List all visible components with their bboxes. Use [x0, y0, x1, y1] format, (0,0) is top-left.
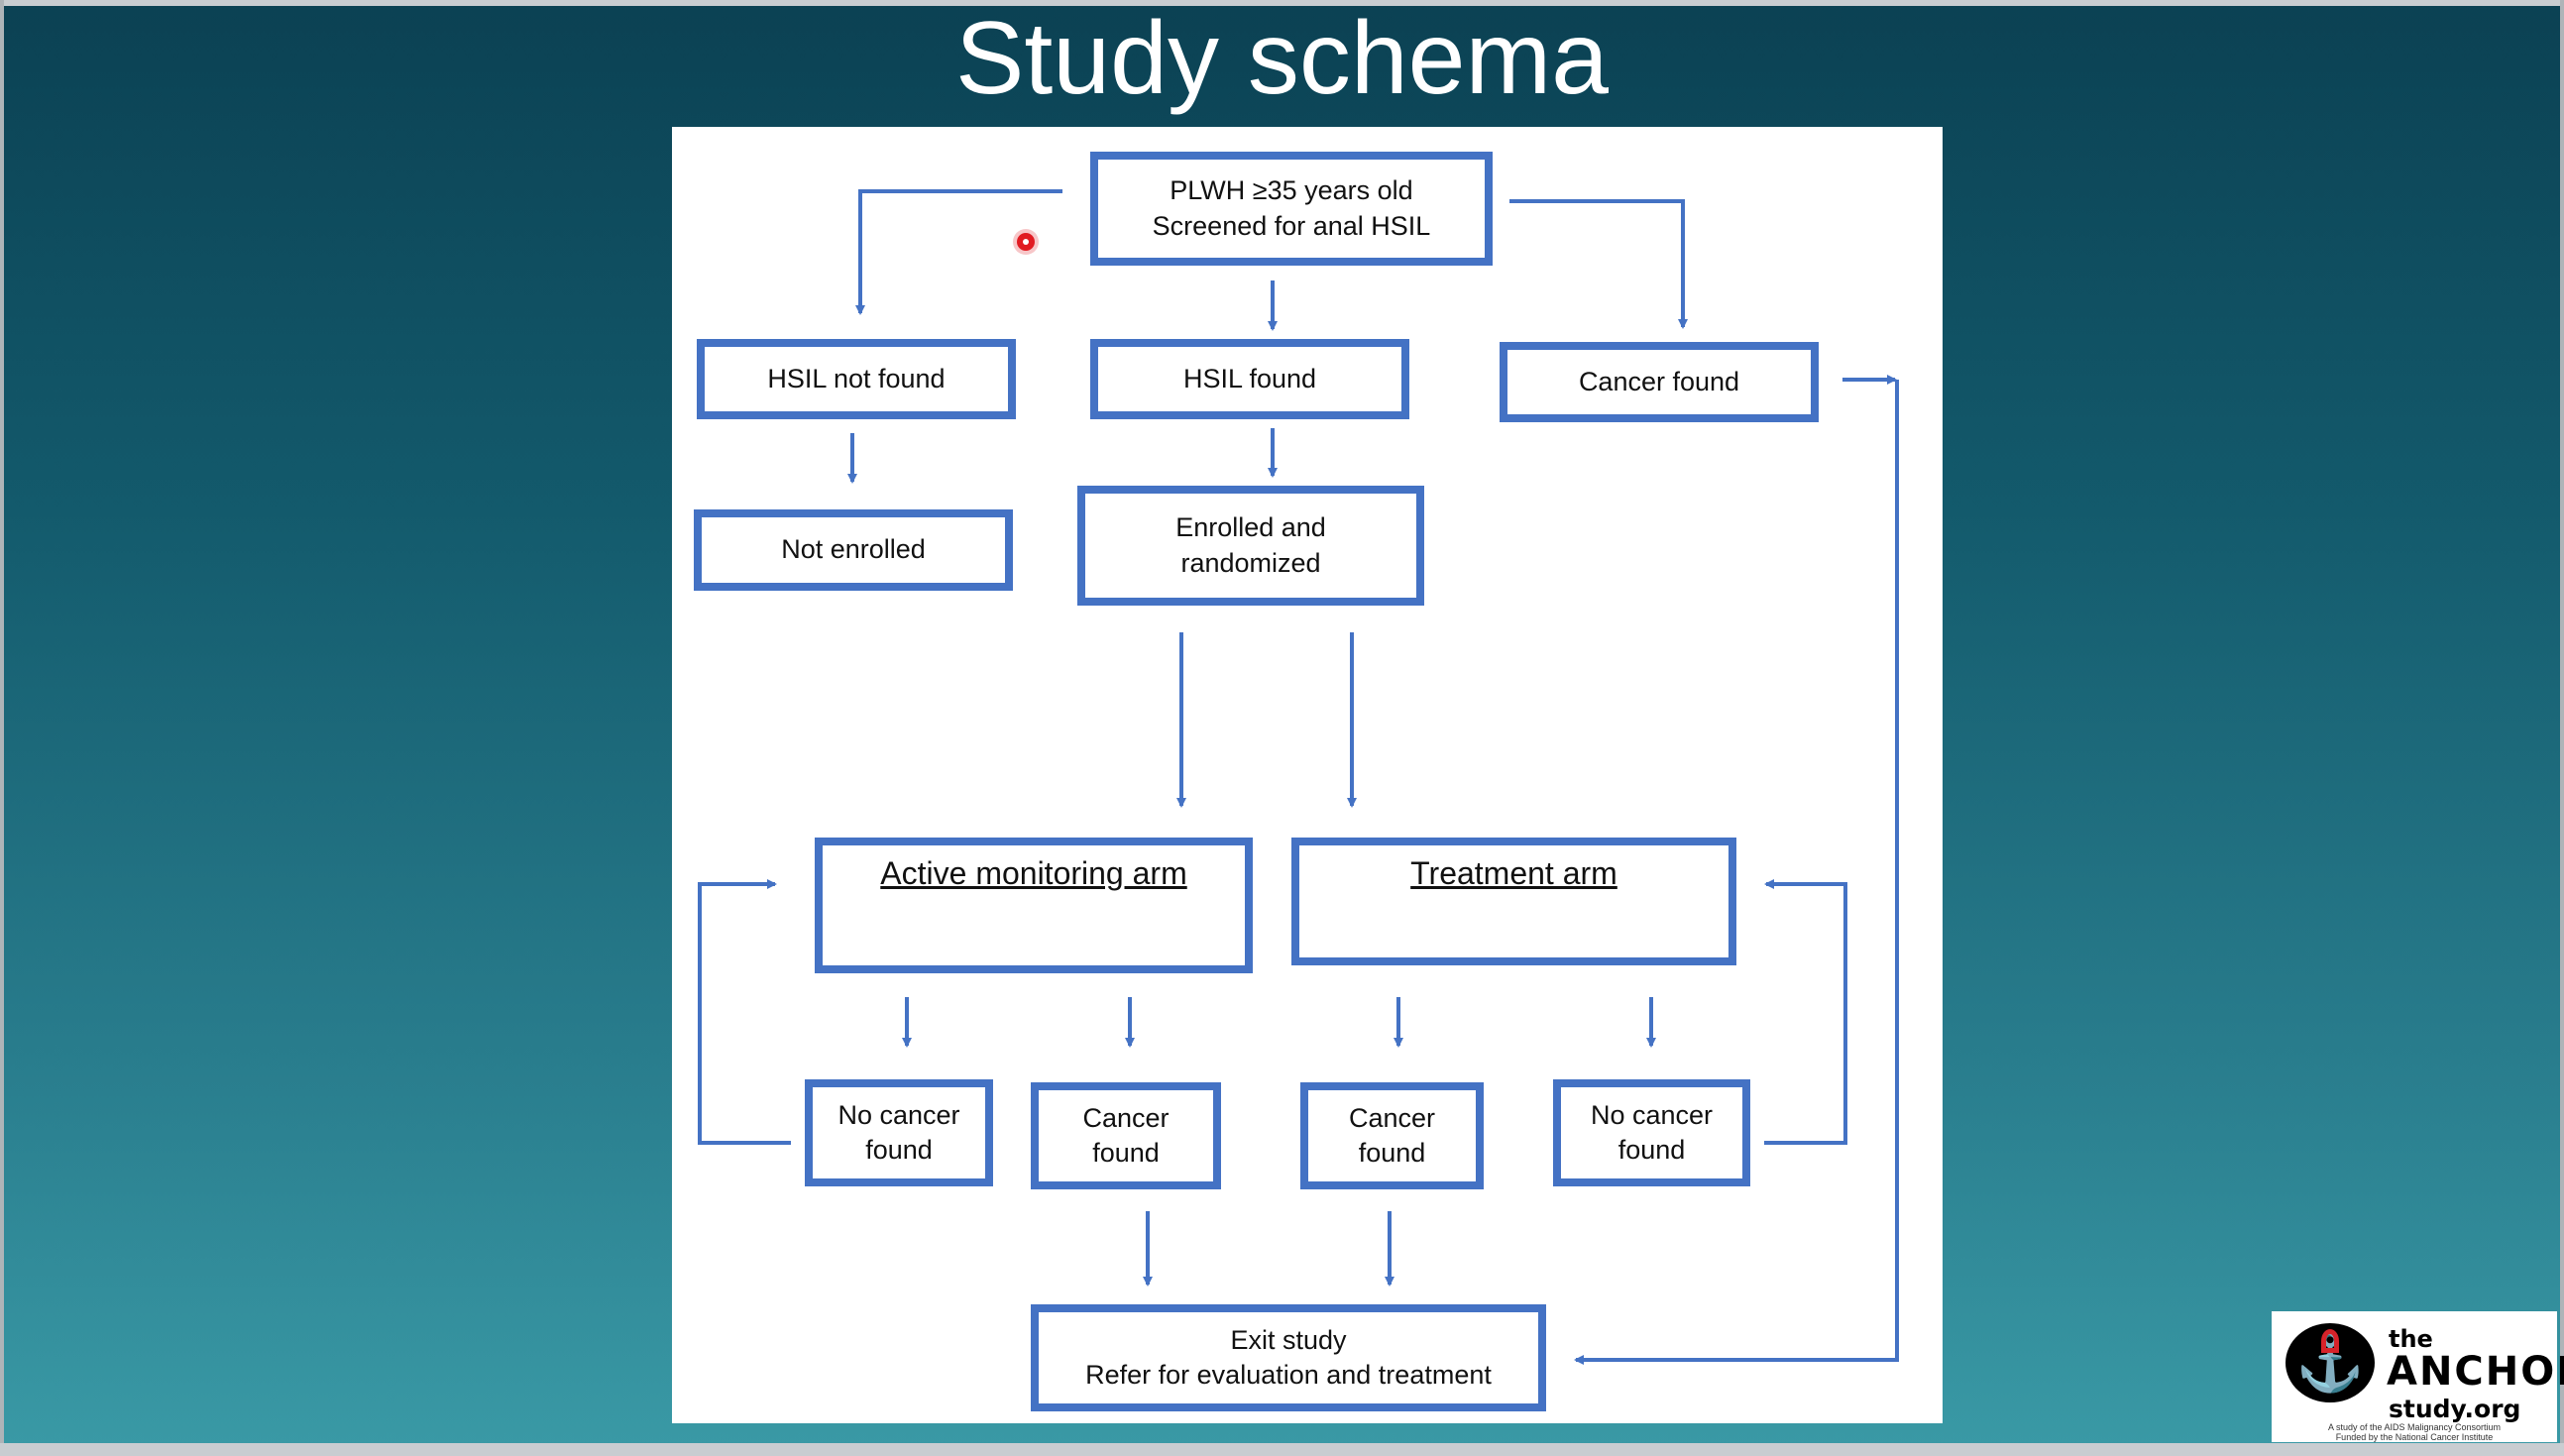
- node-am-cancer: Cancer found: [1031, 1082, 1221, 1189]
- node-active-monitoring-arm: Active monitoring arm: [815, 838, 1253, 973]
- logo-site: study.org: [2389, 1395, 2521, 1423]
- node-hsil-found: HSIL found: [1090, 339, 1409, 419]
- node-screened: PLWH ≥35 years old Screened for anal HSI…: [1090, 152, 1493, 266]
- node-hsil-not-found: HSIL not found: [697, 339, 1016, 419]
- window-frame-left: [0, 0, 4, 1456]
- node-enrolled: Enrolled and randomized: [1077, 486, 1424, 606]
- arrow-tr-no-cancer-loop: [1764, 879, 1847, 1145]
- window-frame-top: [0, 0, 2564, 6]
- node-treatment-arm: Treatment arm: [1291, 838, 1736, 965]
- arrow-cancer-found-to-exit: [1574, 380, 1899, 1365]
- node-not-enrolled: Not enrolled: [694, 509, 1013, 591]
- anchor-icon: ⚓: [2285, 1323, 2375, 1402]
- window-frame-bottom: [0, 1443, 2564, 1456]
- active-arm-label: Active monitoring arm: [880, 855, 1187, 891]
- node-cancer-found-top: Cancer found: [1500, 342, 1819, 422]
- arrow-screen-to-cancer-found: [1509, 199, 1688, 329]
- arrow-screen-to-hsil-not-found: [855, 189, 1062, 315]
- slide-title: Study schema: [955, 1, 1609, 116]
- node-tr-cancer: Cancer found: [1300, 1082, 1484, 1189]
- red-ribbon-icon: [2321, 1329, 2339, 1353]
- window-frame-right: [2560, 0, 2564, 1456]
- logo-the-text: the: [2389, 1325, 2433, 1353]
- pointer-cursor-icon: [1017, 233, 1035, 251]
- treatment-arm-label: Treatment arm: [1410, 855, 1617, 891]
- node-am-no-cancer: No cancer found: [805, 1079, 993, 1186]
- node-exit-study: Exit study Refer for evaluation and trea…: [1031, 1304, 1546, 1411]
- logo-fine-print: A study of the AIDS Malignancy Consortiu…: [2327, 1422, 2502, 1442]
- anchor-study-logo[interactable]: ⚓ the ANCHOR study.org A study of the AI…: [2272, 1311, 2564, 1442]
- arrow-am-no-cancer-loop: [698, 879, 791, 1145]
- logo-name: ANCHOR: [2387, 1349, 2564, 1395]
- node-tr-no-cancer: No cancer found: [1553, 1079, 1750, 1186]
